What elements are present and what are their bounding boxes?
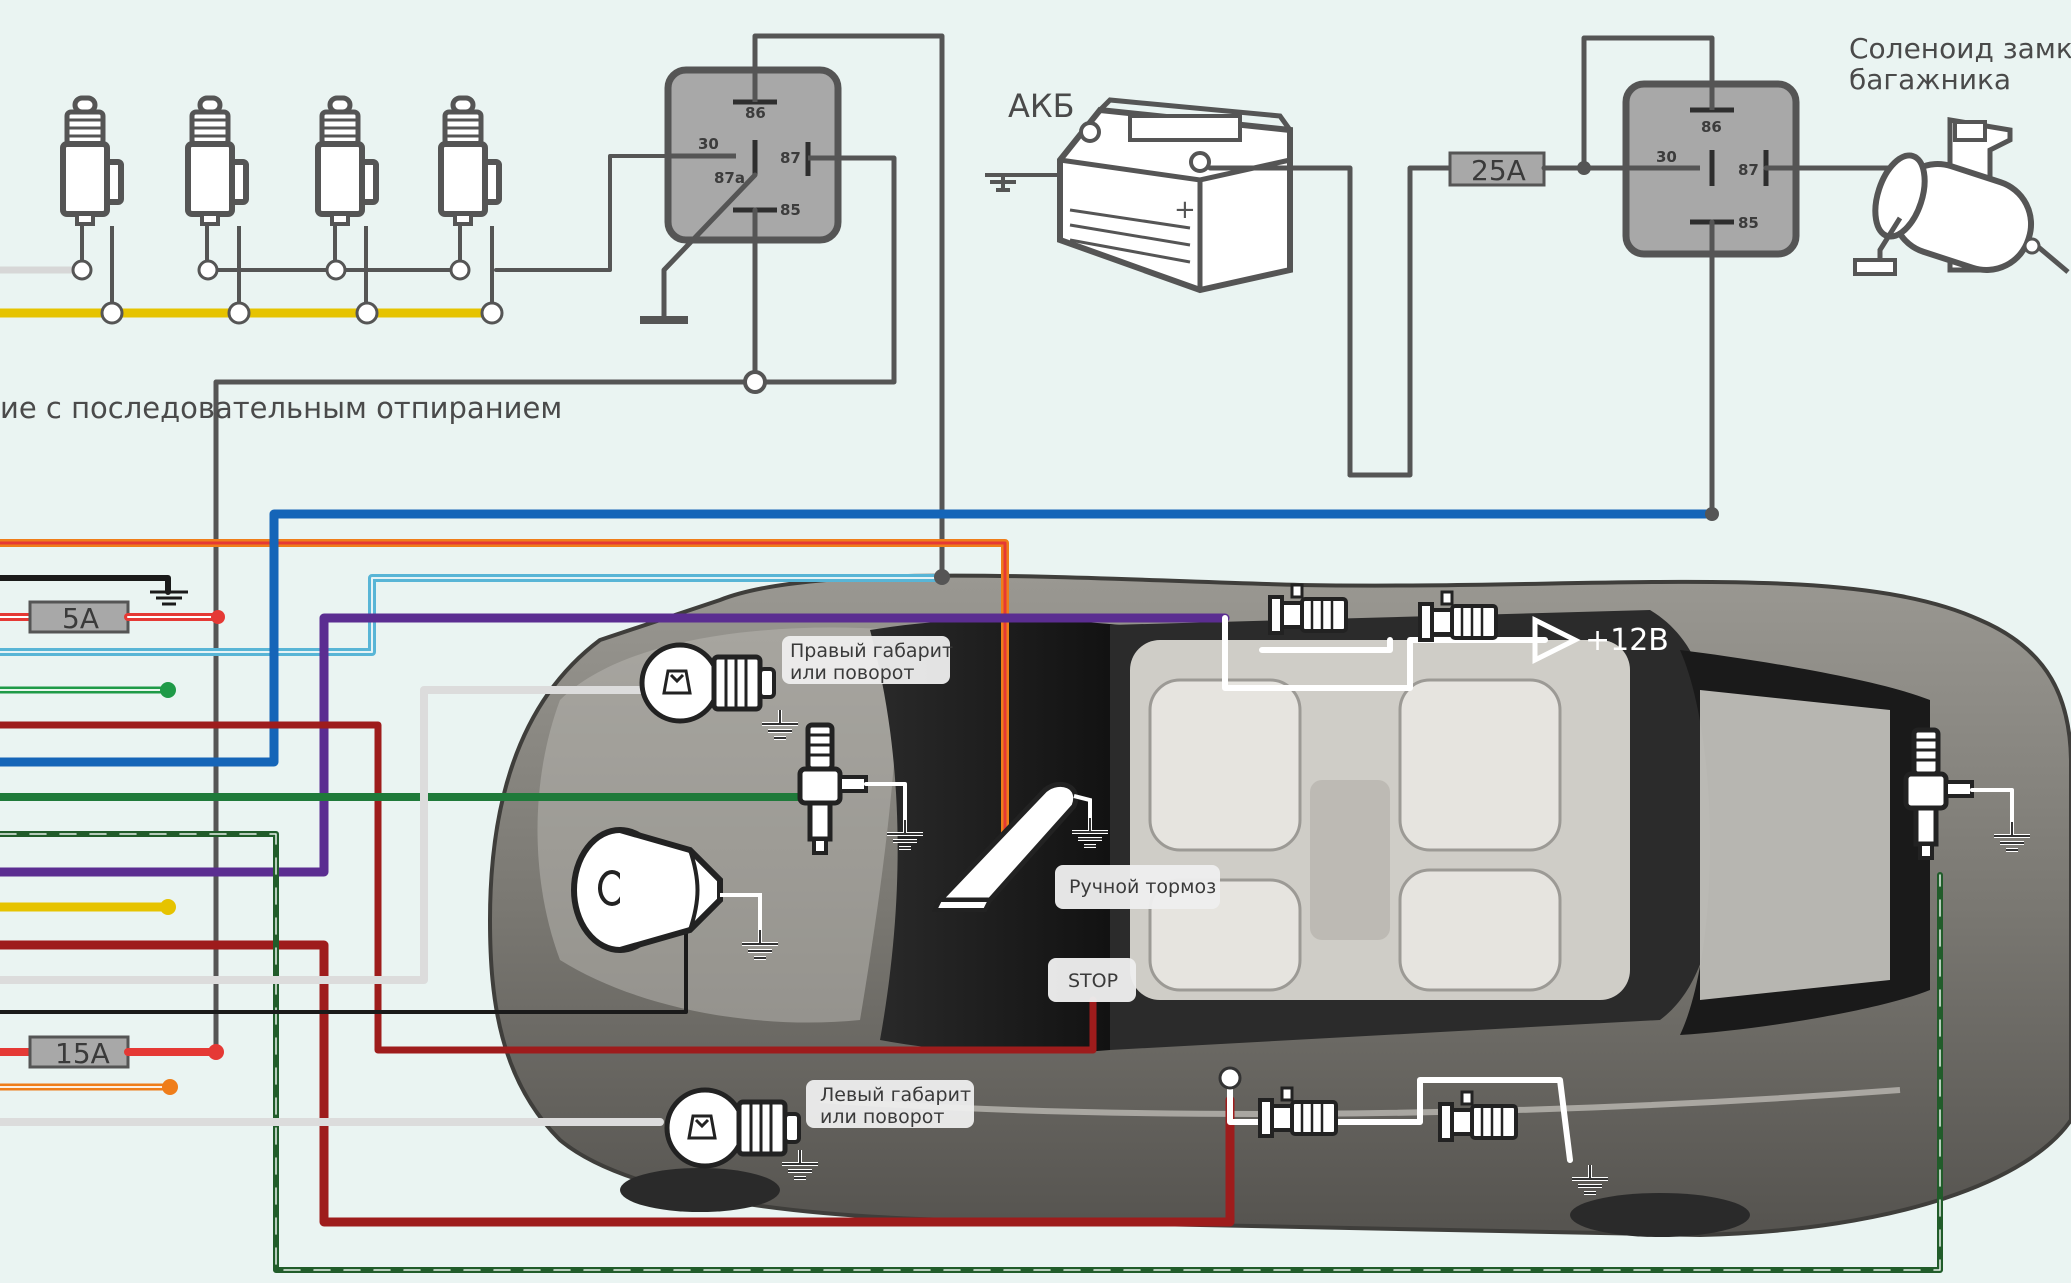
relay-left-pin-30: 30: [698, 135, 719, 153]
solenoid-label-line1: Соленоид замка: [1849, 32, 2071, 65]
relay-right-pin-85: 85: [1738, 214, 1759, 232]
handbrake-icon: [931, 781, 1092, 912]
door-lock-actuator-4-icon: [441, 98, 499, 224]
plus-12v-label: +12В: [1585, 623, 1669, 658]
door-lock-actuator-1-icon: [63, 98, 121, 224]
fuse-5a-label: 5A: [62, 602, 99, 635]
fuse-15a-label: 15A: [55, 1037, 110, 1070]
rear-lamps: [1218, 1066, 1610, 1195]
right-light-tag: [782, 636, 950, 684]
door-lock-actuator-3-icon: [318, 98, 376, 224]
relay-right: 86 30 87 85: [1622, 80, 1903, 516]
left-light-tag: [806, 1080, 974, 1128]
trunk-lock-solenoid-icon: [1853, 117, 2070, 276]
relay-right-pin-30: 30: [1656, 148, 1677, 166]
relay-left: 86 30 87a 87 85: [213, 33, 945, 1053]
left-light-tag-line1: Левый габарит: [820, 1084, 971, 1106]
right-light-tag-line1: Правый габарит: [790, 640, 953, 662]
right-light-tag-line2: или поворот: [790, 662, 915, 684]
svg-text:+: +: [1174, 195, 1196, 225]
relay-left-pin-86: 86: [745, 104, 766, 122]
relay-right-pin-86: 86: [1701, 118, 1722, 136]
interior-lamps: +12В: [1222, 583, 1669, 691]
fuse-5a: [28, 600, 130, 634]
handbrake-tag: [1055, 865, 1220, 909]
battery-icon: +: [985, 97, 1293, 294]
wire-bundle: 5A 15A: [0, 507, 1943, 1273]
stop-tag: [1048, 958, 1136, 1002]
handbrake-tag-label: Ручной тормоз: [1069, 876, 1216, 898]
relay-left-pin-87: 87: [780, 149, 801, 167]
relay-left-pin-85: 85: [780, 201, 801, 219]
battery-label: АКБ: [1008, 87, 1075, 125]
caption-sequential-unlock: ие с последовательным отпиранием: [0, 391, 562, 425]
door-lock-actuator-2-icon: [188, 98, 246, 224]
solenoid-label-line2: багажника: [1849, 63, 2011, 96]
stop-tag-label: STOP: [1068, 970, 1118, 992]
relay-right-pin-87: 87: [1738, 161, 1759, 179]
central-locking-section: 86 30 87a 87 85 ие с последовательным от…: [0, 32, 2071, 1053]
siren-horn-icon: [571, 827, 762, 953]
fuse-25a-label: 25A: [1471, 154, 1526, 187]
relay-left-pin-87a: 87a: [714, 169, 745, 187]
left-light-tag-line2: или поворот: [820, 1106, 945, 1128]
